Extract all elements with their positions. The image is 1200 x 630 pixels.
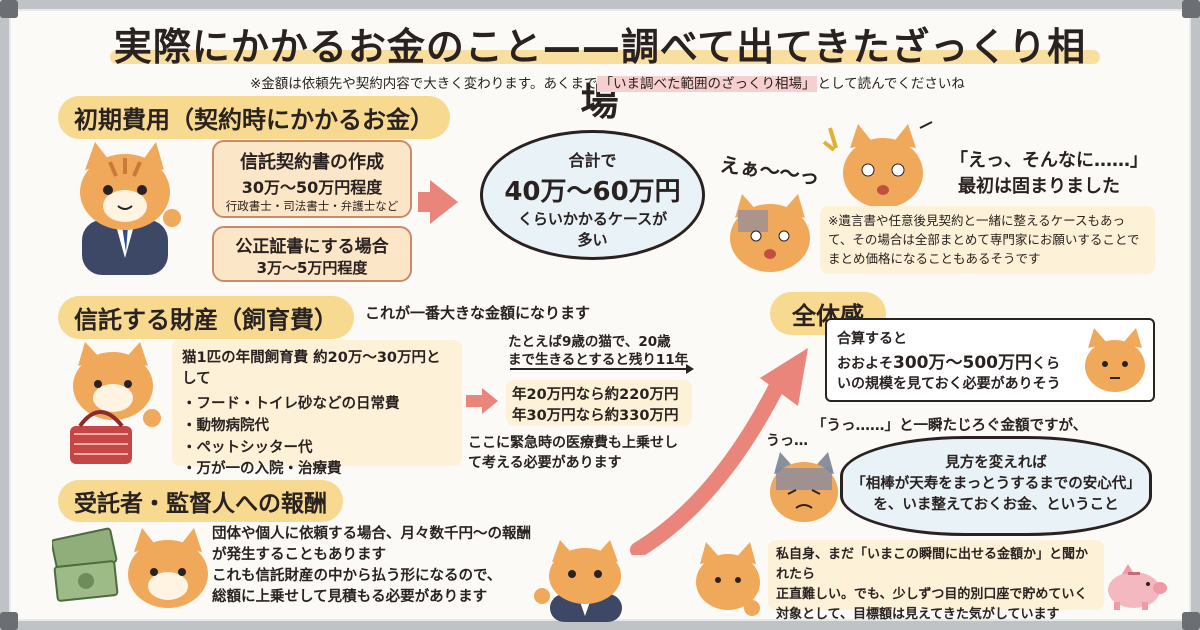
calc-panel: 年20万円なら約220万円 年30万円なら約330万円 [506,380,692,426]
contract-cost-box: 信託契約書の作成 30万～50万円程度 行政書士・司法書士・弁護士など [212,140,412,218]
trust-item: ・万が一の入院・治療費 [182,461,342,478]
shocked-cat-icon [730,194,810,272]
trust-item: ・ペットシッター代 [182,439,313,456]
trust-item: ・フード・トイレ砂などの日常費 [182,396,400,412]
thinking-cat-icon [1085,328,1145,392]
note-highlight: 「いま調べた範囲のざっくり相場」 [597,76,818,92]
fee-line: が発生することもあります [212,547,386,564]
contract-cost-title: 信託契約書の作成 [240,152,384,173]
calc-20: 年20万円なら約220万円 [512,387,679,403]
view-line-1: 見方を変えれば [945,455,1047,471]
board-corner [1182,0,1200,18]
view-line-3: を、いま整えておくお金、ということ [873,497,1119,513]
view-line-2: 「相棒が天寿をまっとうするまでの安心代」 [851,476,1141,492]
timeline-arrow-icon [686,364,694,374]
contract-cost-who: 行政書士・司法書士・弁護士など [225,199,399,213]
example-line-1: たとえば9歳の猫で、20歳 [508,334,671,350]
arrow-shaft [466,395,484,407]
self-line: 対象として、目標額は見えてきた気がしています [776,607,1060,623]
pondering-cat-icon [696,542,760,616]
total-text-2: 多い [577,231,608,249]
note-prefix: ※金額は依頼先や契約内容で大きく変わります。あくまで [250,76,598,92]
overall-line-1: 合算すると [837,331,907,347]
board-corner [0,0,18,18]
aside-note: ※遺言書や任意後見契約と一緒に整えるケースもあって、その場合は全部まとめて専門家… [820,206,1155,274]
cat-suit-thumbsup-icon [534,540,622,622]
section-label-fee: 受託者・監督人への報酬 [58,480,343,522]
total-label: 合計で [568,151,617,170]
overall-amount: 300万～500万円 [893,353,1032,373]
fee-line: これも信託財産の中から払う形になるので、 [212,568,502,585]
cat-money-icon [52,527,208,608]
reaction-text: 最初は固まりました [958,176,1120,197]
self-line: 正直難しい。でも、少しずつ目的別口座で貯めていく [776,587,1088,603]
reaction-quote: 「えっ、そんなに……」 [950,150,1148,171]
fee-line: 団体や個人に依頼する場合、月々数千円～の報酬 [212,526,531,542]
arrow-right-icon [482,388,498,414]
surprised-cat-icon [822,121,933,208]
fee-line: 総額に上乗せして見積もる必要があります [212,589,488,606]
total-amount: 40万～60万円 [504,177,681,207]
big-arrow-icon [630,348,808,555]
disclaimer-note: ※金額は依頼先や契約内容で大きく変わります。あくまで「いま調べた範囲のざっくり相… [250,72,1120,92]
self-note: 私自身、まだ「いまこの瞬間に出せる金額か」と聞かれたら 正直難しい。でも、少しず… [768,540,1104,622]
self-line: 私自身、まだ「いまこの瞬間に出せる金額か」と聞かれたら [776,547,1089,583]
view-speech-bubble: 見方を変えれば 「相棒が天寿をまっとうするまでの安心代」 を、いま整えておくお金… [840,436,1152,536]
timeline-line [510,368,690,370]
worried-cat-icon [770,452,838,522]
example-line-2: まで生きるとすると残り11年 [508,352,689,368]
total-text: くらいかかるケースが [517,210,668,228]
notary-cost-title: 公正証書にする場合 [235,237,389,257]
title-highlight [110,50,1100,64]
calc-30: 年30万円なら約330万円 [512,408,679,424]
trust-label-note: これが一番大きな金額になります [365,304,591,322]
section-label-trust: 信託する財産（飼育費） [58,296,354,339]
medical-line-1: ここに緊急時の医療費も上乗せし [468,435,678,451]
arrow-shaft [418,192,432,212]
uu-exclaim: うっ… [766,433,808,449]
overall-line-3: いの規模を見ておく必要がありそう [837,376,1061,392]
yearly-cost: 猫1匹の年間飼育費 約20万～30万円として [182,350,441,387]
trust-cost-panel: 猫1匹の年間飼育費 約20万～30万円として ・フード・トイレ砂などの日常費 ・… [172,340,462,477]
notary-cost-box: 公正証書にする場合 3万～5万円程度 [212,226,412,282]
note-suffix: として読んでくださいね [817,76,965,92]
contract-cost-amount: 30万～50万円程度 [241,178,383,197]
trust-item: ・動物病院代 [182,417,269,434]
total-speech-bubble: 合計で 40万～60万円 くらいかかるケースが 多い [480,130,705,260]
overall-suffix: くら [1031,356,1060,372]
cat-suit-icon [80,142,181,275]
notary-cost-amount: 3万～5万円程度 [256,259,368,277]
piggy-bank-icon [1108,564,1167,610]
uu-line: 「うっ……」と一瞬たじろぐ金額ですが、 [812,418,1088,434]
arrow-right-icon [430,180,458,224]
section-label-initial: 初期費用（契約時にかかるお金） [58,96,450,139]
medical-line-2: て考える必要があります [468,455,622,471]
fee-text: 団体や個人に依頼する場合、月々数千円～の報酬 が発生することもあります これも信… [212,524,531,608]
board-corner [1182,612,1200,630]
overall-prefix: おおよそ [837,356,893,372]
board-corner [0,612,18,630]
cat-basket-icon [70,342,161,464]
